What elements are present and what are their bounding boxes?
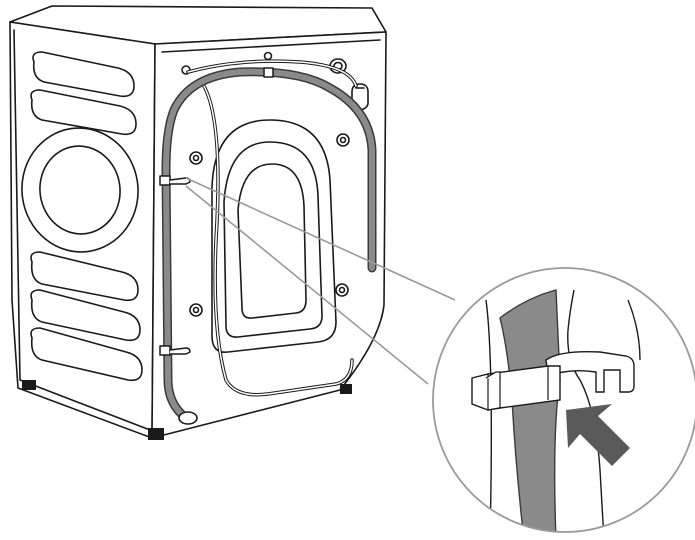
side-rib [30, 89, 137, 136]
drain-hose-body [163, 68, 375, 421]
side-porthole-outer [21, 127, 139, 253]
callout-leader-lower [185, 185, 429, 385]
washing-machine [9, 5, 387, 440]
side-rib [30, 327, 143, 382]
detail-magnifier [432, 267, 695, 533]
side-rib [30, 289, 141, 342]
drain-hose-end [178, 411, 198, 425]
side-ribs [21, 51, 143, 382]
transit-bolt [336, 133, 350, 147]
detail-clip-band-edge [487, 366, 549, 410]
machine-back-inner-edge [161, 39, 381, 53]
transit-bolt [189, 151, 203, 165]
detail-panel-edge [627, 299, 641, 361]
machine-side-front-edge [13, 29, 151, 431]
transit-bolt [335, 283, 349, 297]
side-porthole-inner [39, 145, 121, 235]
service-panel-window [237, 163, 307, 319]
detail-content [471, 289, 641, 532]
detail-clip-mount [545, 350, 635, 393]
detail-circle-fill [433, 268, 695, 532]
hose-clip [159, 345, 191, 356]
drain-hose [159, 67, 377, 425]
callout-leader-upper [185, 177, 456, 301]
machine-foot [148, 428, 164, 440]
machine-side-panel [9, 21, 156, 439]
side-rib [32, 51, 135, 98]
callout-leader [185, 177, 456, 385]
transit-bolt [189, 303, 203, 317]
machine-foot [340, 384, 352, 394]
side-rib [30, 251, 139, 302]
machine-foot [22, 380, 36, 390]
detail-clip-tab [485, 371, 501, 380]
service-panel-inner [223, 141, 323, 338]
push-arrow-icon [566, 404, 630, 466]
hose-clip [263, 67, 274, 78]
power-cable-core [199, 79, 353, 396]
power-cable-upper-core [187, 60, 357, 87]
detail-circle-border [432, 267, 695, 533]
